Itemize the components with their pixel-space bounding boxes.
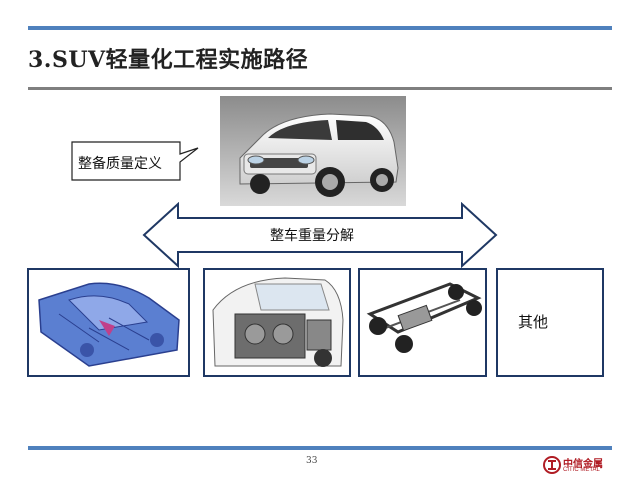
powertrain-box [203,268,351,377]
logo-text-en: CITIC METAL [563,467,600,473]
other-box [496,268,604,377]
chassis-frame-icon [366,282,482,353]
arrow-label: 整车重量分解 [270,228,354,244]
logo-text-cn: 中信金属 [563,459,603,470]
callout-label: 整备质量定义 [78,156,162,172]
car-body-frame-icon [38,282,180,367]
engine-cutaway-icon [212,277,344,367]
suv-photo [220,96,406,206]
bottom-accent-bar [28,446,612,450]
callout-shape [70,140,200,186]
double-arrow [140,202,500,268]
other-label: 其他 [518,313,549,331]
chassis-box [358,268,487,377]
slide-title: 3.SUV轻量化工程实施路径 [28,47,309,73]
top-accent-bar [28,26,612,30]
title-underline [28,87,612,90]
body-structure-box [27,268,190,377]
page-number: 33 [306,456,318,466]
citic-logo-icon [543,456,561,474]
